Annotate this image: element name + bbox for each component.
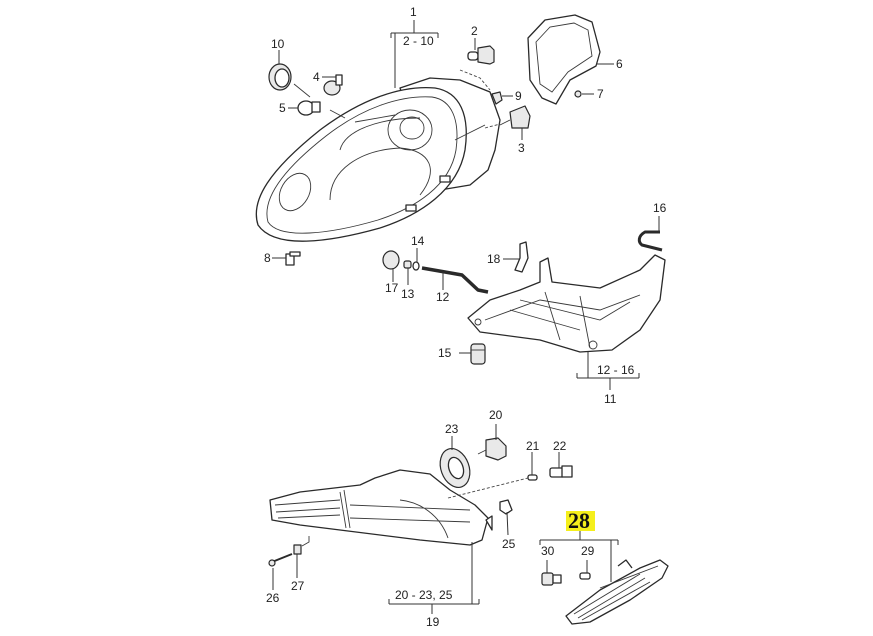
callout-1[interactable]: 1 <box>410 5 417 19</box>
callout-9[interactable]: 9 <box>515 89 522 103</box>
part-25-socket[interactable] <box>499 499 513 536</box>
callout-4[interactable]: 4 <box>313 70 320 84</box>
part-18-clip[interactable] <box>503 241 529 273</box>
callout-20[interactable]: 20 <box>489 408 503 422</box>
callout-3[interactable]: 3 <box>518 141 525 155</box>
callout-30[interactable]: 30 <box>541 544 555 558</box>
callout-2[interactable]: 2 <box>471 24 478 38</box>
callout-7[interactable]: 7 <box>597 87 604 101</box>
part-10-ring[interactable] <box>268 50 292 91</box>
callout-16[interactable]: 16 <box>653 201 667 215</box>
callout-21[interactable]: 21 <box>526 439 540 453</box>
callout-18[interactable]: 18 <box>487 252 501 266</box>
part-5-bulb[interactable] <box>288 83 346 119</box>
part-15-cap[interactable] <box>459 343 486 365</box>
highlight-28 <box>566 511 595 531</box>
callout-29[interactable]: 29 <box>581 544 595 558</box>
callout-bracket-11 <box>576 352 640 390</box>
callout-6[interactable]: 6 <box>616 57 623 71</box>
callout-27[interactable]: 27 <box>291 579 305 593</box>
part-23-gasket[interactable] <box>435 436 475 492</box>
callout-14[interactable]: 14 <box>411 234 425 248</box>
part-9-clip[interactable] <box>491 91 513 105</box>
callout-8[interactable]: 8 <box>264 251 271 265</box>
callout-22[interactable]: 22 <box>553 439 567 453</box>
callout-26[interactable]: 26 <box>266 591 280 605</box>
part-4-socket[interactable] <box>322 74 343 96</box>
headlight-assembly[interactable] <box>255 77 501 242</box>
part-12-tube[interactable] <box>421 266 489 294</box>
callout-bracket-28 <box>539 530 619 582</box>
part-20-bulb[interactable] <box>477 424 507 461</box>
callout-10[interactable]: 10 <box>271 37 285 51</box>
part-29-bulb[interactable] <box>579 560 591 580</box>
part-7-screw[interactable] <box>574 90 594 98</box>
range-label-19: 20 - 23, 25 <box>395 588 453 602</box>
part-30-socket[interactable] <box>541 560 562 586</box>
part-22-bulb[interactable] <box>549 452 573 478</box>
part-13-grommet[interactable] <box>403 260 412 285</box>
side-marker-assembly[interactable] <box>565 559 669 625</box>
callout-19[interactable]: 19 <box>426 615 440 629</box>
range-label-1: 2 - 10 <box>403 34 434 48</box>
callout-23[interactable]: 23 <box>445 422 459 436</box>
callout-25[interactable]: 25 <box>502 537 516 551</box>
part-16-hose[interactable] <box>637 216 663 252</box>
callout-17[interactable]: 17 <box>385 281 399 295</box>
part-27-clip-nut[interactable] <box>293 536 310 578</box>
part-26-screw[interactable] <box>268 553 293 590</box>
part-6-cover[interactable] <box>527 14 614 105</box>
callout-11[interactable]: 11 <box>604 392 617 406</box>
turn-signal-assembly[interactable] <box>269 469 493 546</box>
part-17-plug[interactable] <box>382 250 400 282</box>
part-21-bulb[interactable] <box>447 452 538 499</box>
part-8-connector[interactable] <box>272 251 301 266</box>
callout-bracket-19 <box>388 542 480 614</box>
callout-15[interactable]: 15 <box>438 346 452 360</box>
part-2-bulb[interactable] <box>459 38 495 91</box>
part-14-oring[interactable] <box>412 248 420 271</box>
callout-5[interactable]: 5 <box>279 101 286 115</box>
bracket-assembly[interactable] <box>467 254 666 353</box>
callout-bracket-1 <box>390 20 439 88</box>
callout-28[interactable]: 28 <box>568 508 590 533</box>
part-3-bulb[interactable] <box>484 105 531 140</box>
callout-12[interactable]: 12 <box>436 290 450 304</box>
callout-13[interactable]: 13 <box>401 287 415 301</box>
range-label-11: 12 - 16 <box>597 363 635 377</box>
